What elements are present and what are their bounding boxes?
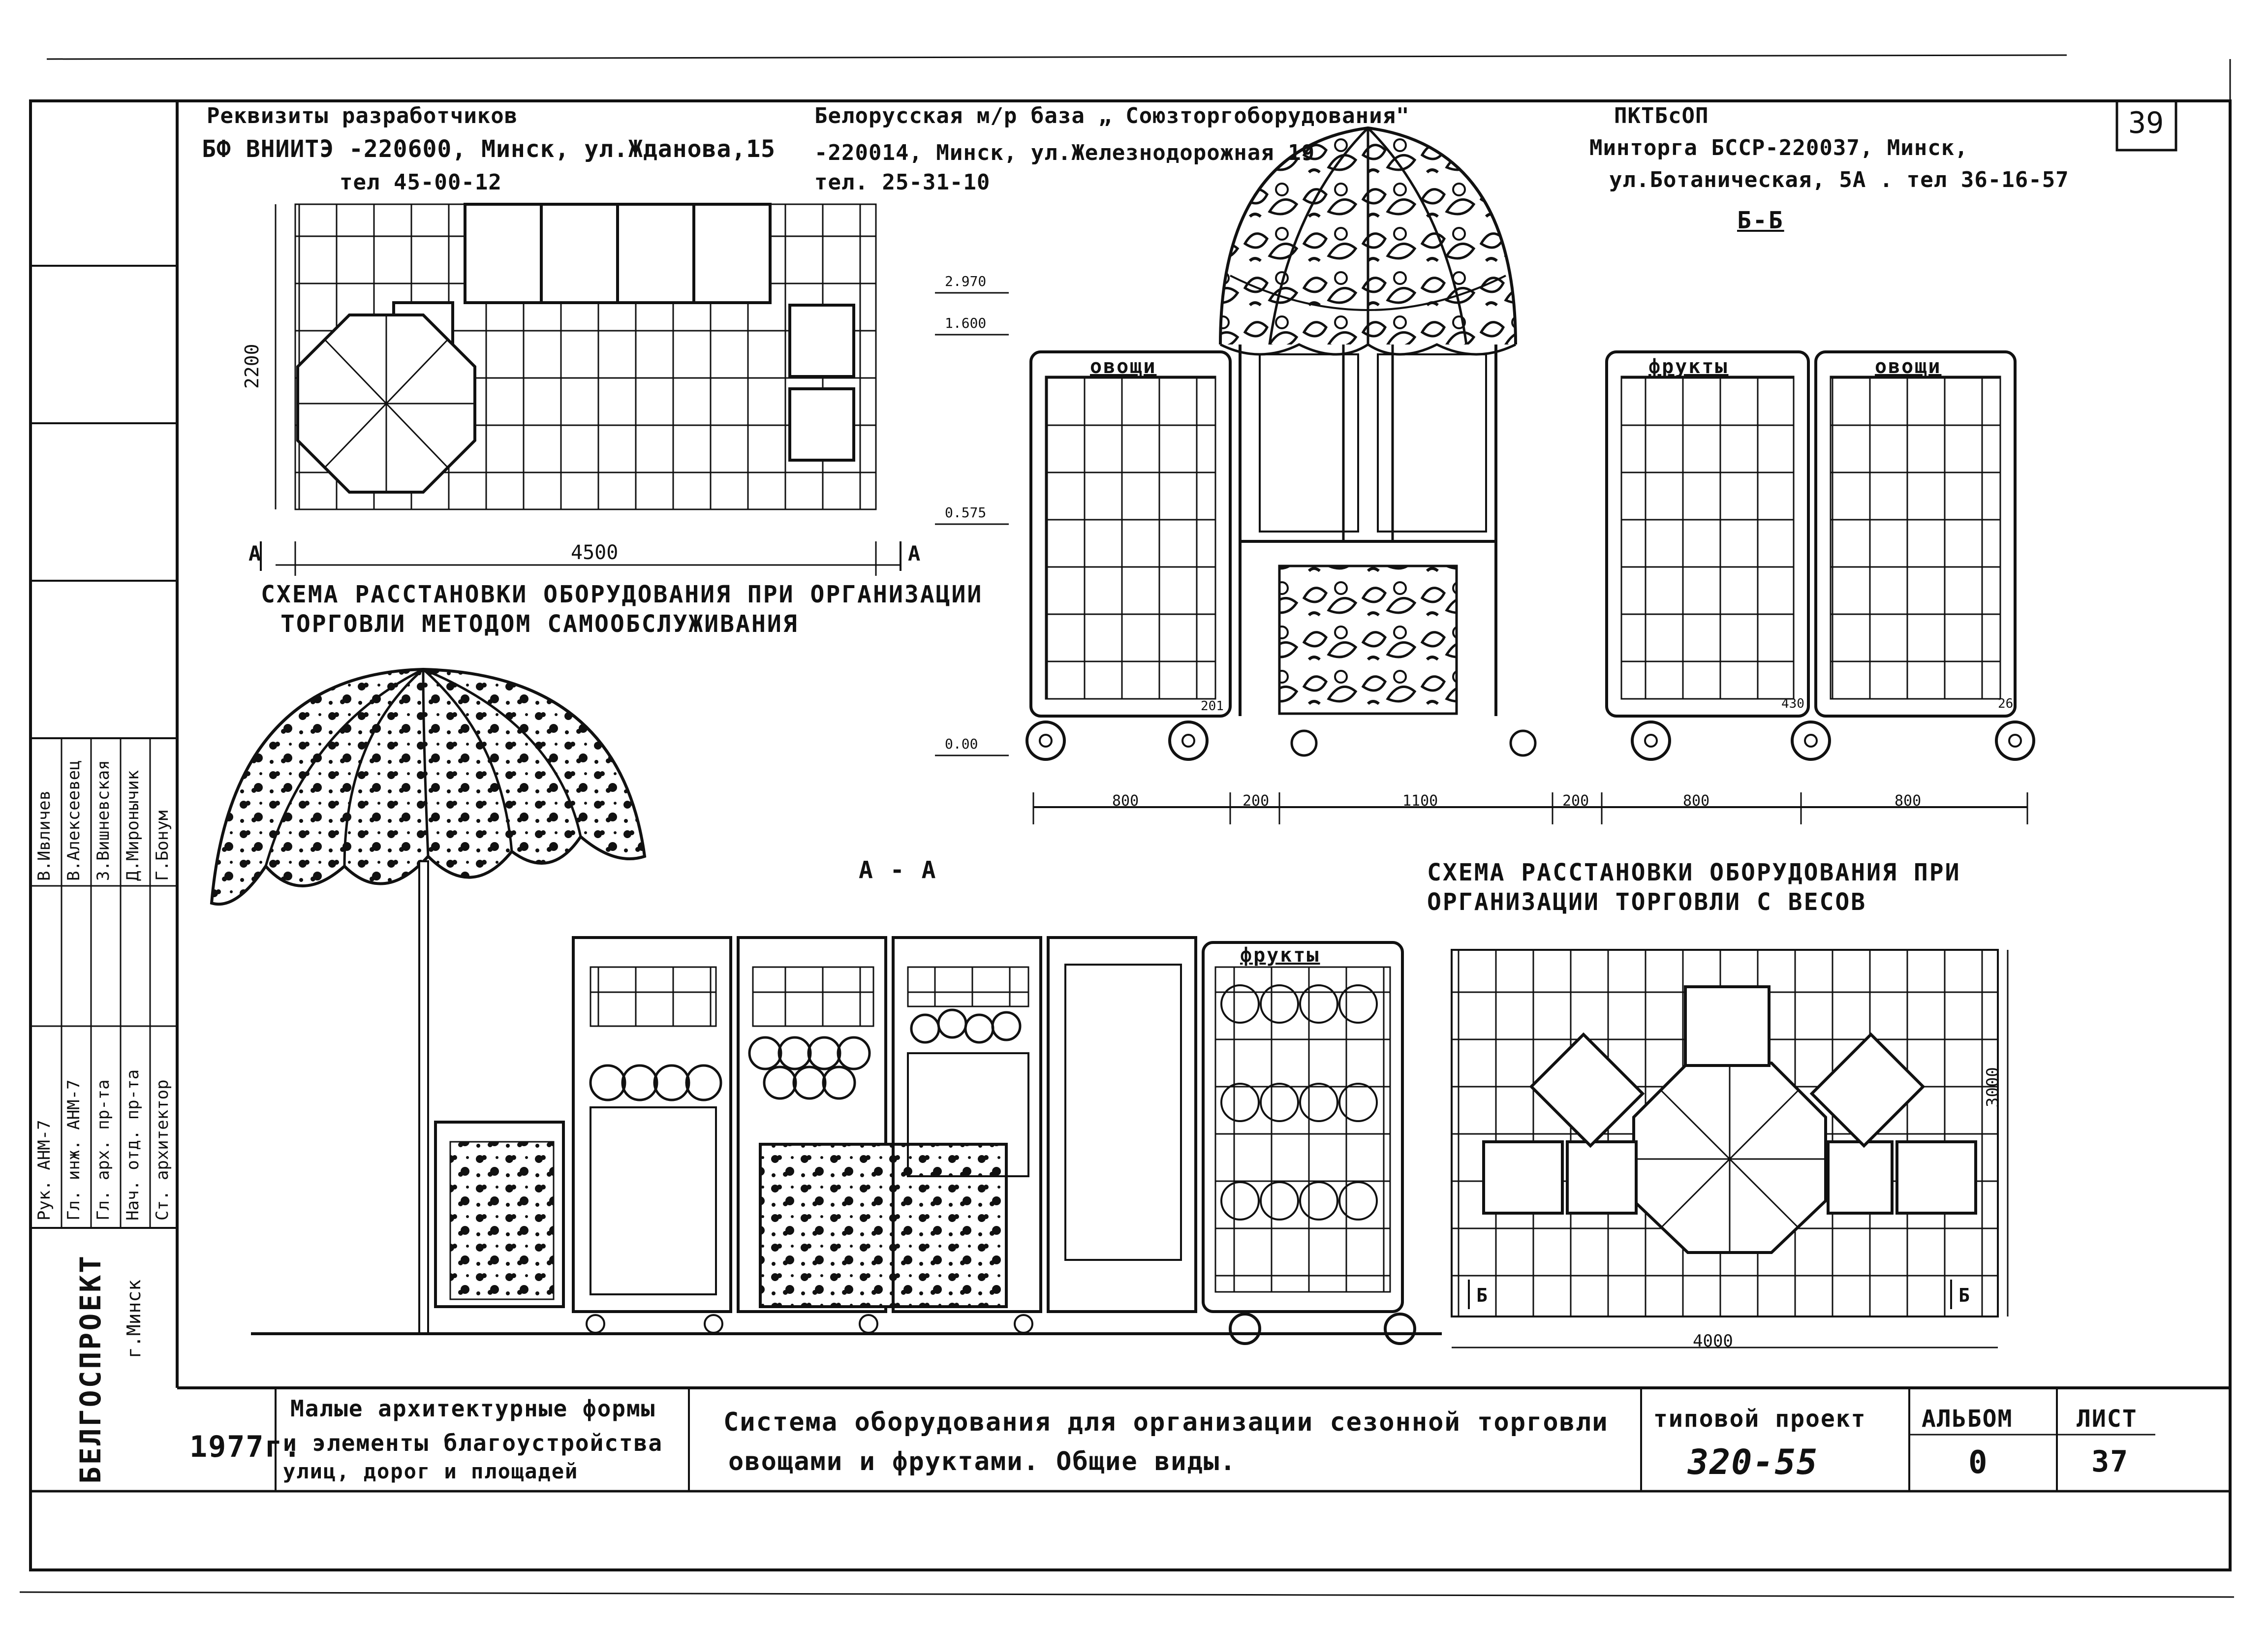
- sheet-number-top: 39: [2128, 106, 2164, 140]
- stamp-role-2: Гл. инж. АНМ-7: [64, 1079, 84, 1221]
- dim-bb-1: 800: [1112, 792, 1139, 810]
- developer-1-line2: тел 45-00-12: [340, 170, 502, 195]
- stamp-name-1: В.Ивличев: [34, 790, 54, 881]
- plan1-cut-left: А: [249, 541, 263, 565]
- dim-bb-2: 200: [1243, 792, 1270, 810]
- plan2-dim-width: 4000: [1693, 1331, 1733, 1351]
- stamp-role-3: Гл. арх. пр-та: [93, 1079, 113, 1221]
- developer-2-line2: -220014, Минск, ул.Железнодорожная 19: [814, 140, 1315, 165]
- dim-bb-5: 800: [1683, 792, 1710, 810]
- aa-label-fruits: фрукты: [1240, 944, 1320, 967]
- title-year: 1977г.: [189, 1430, 302, 1464]
- developer-1-line1: БФ ВНИИТЭ -220600, Минск, ул.Жданова,15: [202, 135, 776, 163]
- section-aa-label: А - А: [859, 856, 937, 884]
- sheet-number: 37: [2091, 1444, 2129, 1479]
- stamp-name-2: В.Алексеевец: [64, 760, 84, 881]
- rack-label-vegetables-right: овощи: [1875, 355, 1942, 378]
- project-number: 320-55: [1688, 1442, 1818, 1482]
- rack-label-fruits: фрукты: [1648, 355, 1729, 378]
- title-main-line2: овощами и фруктами. Общие виды.: [728, 1447, 1237, 1476]
- stamp-role-1: Рук. АНМ-7: [34, 1120, 54, 1221]
- stamp-role-5: Ст. архитектор: [153, 1079, 172, 1221]
- dim-bb-4: 200: [1562, 792, 1589, 810]
- developers-title: Реквизиты разработчиков: [207, 103, 518, 128]
- stamp-name-3: З.Вишневская: [93, 760, 113, 881]
- side-stamp-org: БЕЛГОСПРОЕКТ: [74, 1254, 107, 1484]
- sheet-label: ЛИСТ: [2077, 1405, 2138, 1433]
- small-mark-1: 201: [1201, 699, 1224, 714]
- stamp-role-4: Нач. отд. пр-та: [123, 1069, 143, 1221]
- small-mark-2: 430: [1781, 696, 1804, 711]
- developer-3-line3: ул.Ботаническая, 5А . тел 36-16-57: [1609, 167, 2069, 192]
- plan2-caption-line1: СХЕМА РАССТАНОВКИ ОБОРУДОВАНИЯ ПРИ: [1427, 859, 1961, 886]
- plan1-caption-line1: СХЕМА РАССТАНОВКИ ОБОРУДОВАНИЯ ПРИ ОРГАН…: [261, 581, 983, 608]
- rack-label-vegetables-left: овощи: [1090, 355, 1157, 378]
- title-series-line2: и элементы благоустройства: [283, 1430, 663, 1456]
- plan2-dim-height: 3000: [1983, 1067, 2003, 1107]
- album-label: АЛЬБОМ: [1922, 1405, 2013, 1433]
- level-zero: 0.00: [945, 736, 978, 752]
- level-top: 2.970: [945, 273, 987, 289]
- developer-2-line3: тел. 25-31-10: [814, 170, 991, 195]
- plan1-dim-height: 2200: [241, 344, 263, 389]
- stamp-name-5: Г.Бонум: [153, 810, 172, 881]
- side-stamp-city: г.Минск: [123, 1279, 145, 1358]
- section-bb-label: Б-Б: [1737, 207, 1784, 234]
- plan1-caption-line2: ТОРГОВЛИ МЕТОДОМ САМООБСЛУЖИВАНИЯ: [280, 610, 799, 638]
- album-number: 0: [1968, 1444, 1988, 1481]
- title-series-line3: улиц, дорог и площадей: [283, 1459, 579, 1483]
- plan1-cut-right: А: [908, 541, 922, 565]
- dim-bb-6: 800: [1895, 792, 1922, 810]
- level-low: 0.575: [945, 504, 987, 521]
- plan2-cut-right: Б: [1958, 1285, 1971, 1306]
- title-series-line1: Малые архитектурные формы: [290, 1395, 656, 1422]
- developer-3-line1: ПКТБсОП: [1614, 103, 1709, 128]
- level-mid: 1.600: [945, 315, 987, 331]
- stamp-name-4: Д.Миронычик: [123, 770, 143, 881]
- plan1-dim-width: 4500: [571, 541, 619, 564]
- developer-2-line1: Белорусская м/р база „ Союзторгоборудова…: [814, 103, 1410, 128]
- plan2-caption-line2: ОРГАНИЗАЦИИ ТОРГОВЛИ С ВЕСОВ: [1427, 888, 1867, 916]
- project-label: типовой проект: [1653, 1405, 1866, 1433]
- small-mark-3: 26: [1998, 696, 2014, 711]
- title-main-line1: Система оборудования для организации сез…: [723, 1408, 1609, 1437]
- dim-bb-3: 1100: [1402, 792, 1438, 810]
- developer-3-line2: Минторга БССР-220037, Минск,: [1589, 135, 1968, 160]
- plan2-cut-left: Б: [1476, 1285, 1489, 1306]
